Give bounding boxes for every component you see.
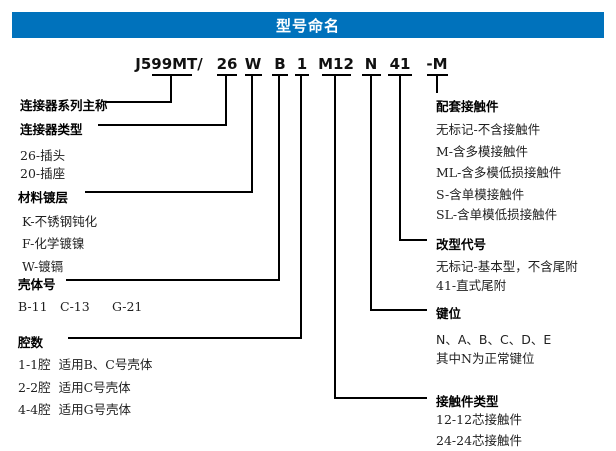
code-segment-variant: 41 [389, 55, 411, 73]
code-underline [152, 74, 192, 76]
option-item: 12-12芯接触件 [436, 412, 523, 427]
option-item: G-21 [112, 299, 143, 314]
code-underline [322, 74, 351, 76]
option-item: 1-1腔 适用B、C号壳体 [18, 357, 153, 372]
option-item: 其中N为正常键位 [436, 351, 535, 366]
field-label-plating: 材料镀层 [18, 190, 69, 205]
field-label-variant: 改型代号 [436, 237, 487, 252]
connector-line-series [170, 74, 172, 103]
field-label-key-position: 键位 [436, 306, 462, 321]
connector-line-cavity [300, 74, 302, 339]
code-segment-mating: -M [426, 55, 448, 73]
option-item: 2-2腔 适用C号壳体 [18, 380, 131, 395]
connector-line-variant-h [399, 239, 427, 241]
connector-line-key [370, 74, 372, 311]
code-underline [272, 74, 288, 76]
code-underline [295, 74, 309, 76]
option-item: B-11 [18, 299, 48, 314]
option-item: S-含单模接触件 [436, 187, 525, 202]
connector-line-contact-type [334, 74, 336, 399]
code-segment-type: 26 [216, 55, 238, 73]
connector-line-plating-h [85, 191, 253, 193]
option-item: K-不锈钢钝化 [22, 214, 98, 229]
connector-line-plating [251, 74, 253, 193]
option-item: 26-插头 [20, 148, 66, 163]
connector-line-type [225, 74, 227, 126]
field-label-cavity: 腔数 [18, 335, 44, 350]
code-segment-key: N [364, 55, 378, 73]
option-item: N、A、B、C、D、E [436, 332, 552, 347]
option-item: 41-直式尾附 [436, 278, 507, 293]
page-title: 型号命名 [275, 16, 340, 35]
field-label-type: 连接器类型 [20, 122, 83, 137]
option-item: 24-24芯接触件 [436, 433, 523, 448]
option-item: 无标记-不含接触件 [436, 122, 541, 137]
option-item: 4-4腔 适用G号壳体 [18, 402, 132, 417]
code-segment-shell: B [274, 55, 286, 73]
code-underline [245, 74, 262, 76]
option-item: 无标记-基本型，不含尾附 [436, 259, 578, 274]
field-label-mating-contacts: 配套接触件 [436, 99, 499, 114]
code-segment-plating: W [244, 55, 262, 73]
connector-line-series-h [105, 101, 172, 103]
option-item: W-镀镉 [22, 259, 64, 274]
option-item: C-13 [60, 299, 90, 314]
connector-line-key-h [370, 309, 427, 311]
code-underline [217, 74, 237, 76]
connector-line-contact-type-h [334, 397, 427, 399]
connector-line-variant [399, 74, 401, 241]
connector-line-shell-h [66, 279, 280, 281]
code-segment-series: J599MT/ [135, 55, 203, 73]
option-item: ML-含多模低损接触件 [436, 165, 562, 180]
field-label-series: 连接器系列主称 [20, 98, 108, 113]
option-item: M-含多模接触件 [436, 144, 529, 159]
connector-line-cavity-h [68, 337, 302, 339]
code-segment-contact-type: M12 [318, 55, 354, 73]
connector-line-mating [436, 74, 438, 93]
code-segment-cavity: 1 [296, 55, 308, 73]
field-label-contact-type: 接触件类型 [436, 394, 499, 409]
option-item: F-化学镀镍 [22, 236, 85, 251]
title-bar: 型号命名 [12, 12, 604, 38]
option-item: 20-插座 [20, 166, 66, 181]
option-item: SL-含单模低损接触件 [436, 207, 558, 222]
field-label-shell: 壳体号 [18, 277, 56, 292]
connector-line-shell [278, 74, 280, 281]
connector-line-type-h [98, 124, 227, 126]
